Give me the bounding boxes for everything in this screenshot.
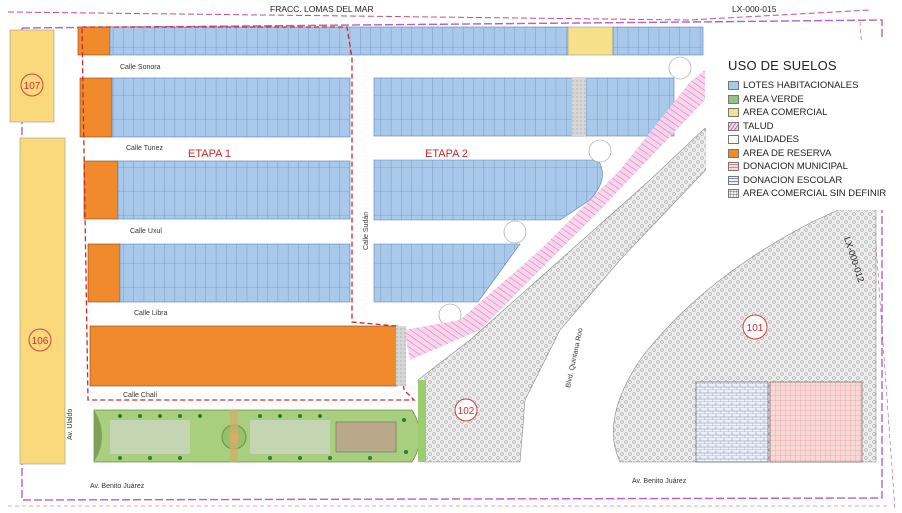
legend-label: TALUD xyxy=(743,120,774,132)
legend-item: AREA COMERCIAL SIN DEFINIR xyxy=(728,187,896,201)
street-label: Calle Uxul xyxy=(130,228,162,235)
street-label: Calle Sonora xyxy=(120,64,161,71)
street-label: Av. Benito Juárez xyxy=(632,478,687,485)
legend-label: AREA VERDE xyxy=(743,93,804,105)
legend-swatch xyxy=(728,121,739,131)
street-label: Calle Libra xyxy=(134,310,168,317)
parcel-102: 102 xyxy=(458,406,475,417)
street-label: Calle Chalí xyxy=(123,392,157,399)
legend-label: AREA DE RESERVA xyxy=(743,147,832,159)
legend-item: DONACION ESCOLAR xyxy=(728,174,896,188)
legend-swatch xyxy=(728,162,739,172)
legend-item: LOTES HABITACIONALES xyxy=(728,79,896,93)
legend-swatch xyxy=(728,94,739,104)
street-label: Calle Tunez xyxy=(126,145,163,152)
legend-swatch xyxy=(728,148,739,158)
legend-label: AREA COMERCIAL xyxy=(743,107,828,119)
legend-item: VIALIDADES xyxy=(728,133,896,147)
legend-swatch xyxy=(728,175,739,185)
legend-swatch xyxy=(728,81,739,91)
legend-title: USO DE SUELOS xyxy=(728,58,837,73)
parcel-101: 101 xyxy=(747,323,764,334)
street-label: Av. Ulaldo xyxy=(67,409,74,440)
legend-label: DONACION ESCOLAR xyxy=(743,174,843,186)
parcel-106: 106 xyxy=(32,336,49,347)
legend-item: AREA VERDE xyxy=(728,93,896,107)
legend-label: DONACION MUNICIPAL xyxy=(743,161,848,173)
legend-label: VIALIDADES xyxy=(743,134,799,146)
legend-item: AREA DE RESERVA xyxy=(728,147,896,161)
legend-item: AREA COMERCIAL xyxy=(728,106,896,120)
street-label: Calle Sudán xyxy=(363,212,370,250)
stage-1-label: ETAPA 1 xyxy=(188,148,231,160)
legend-swatch xyxy=(728,108,739,118)
street-label: Blvd. Quintana Roo xyxy=(565,327,584,388)
legend-item: TALUD xyxy=(728,120,896,134)
legend-label: LOTES HABITACIONALES xyxy=(743,80,859,92)
stage-2-label: ETAPA 2 xyxy=(425,148,468,160)
legend-item: DONACION MUNICIPAL xyxy=(728,160,896,174)
legend-swatch xyxy=(728,135,739,145)
top-label: FRACC. LOMAS DEL MAR xyxy=(270,4,374,14)
legend-swatch xyxy=(728,189,739,199)
lot-top-right: LX-000-015 xyxy=(732,4,777,14)
legend-label: AREA COMERCIAL SIN DEFINIR xyxy=(743,188,887,200)
street-label: Av. Benito Juárez xyxy=(90,483,145,490)
parcel-107: 107 xyxy=(24,81,41,92)
